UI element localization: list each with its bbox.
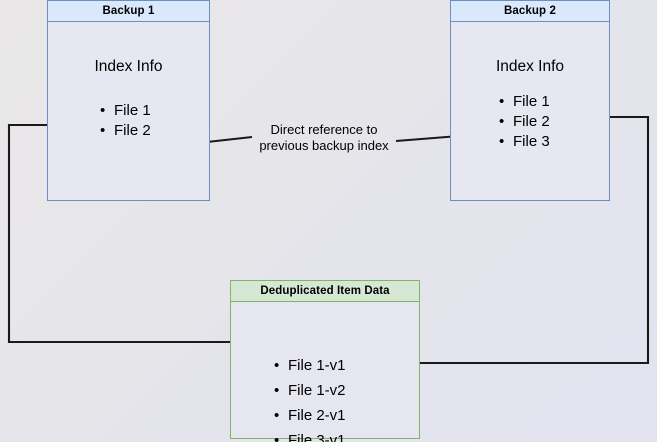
node-backup2-file-list: File 1 File 2 File 3 xyxy=(499,92,550,152)
list-item: File 1 xyxy=(100,101,151,121)
list-item: File 1-v2 xyxy=(274,378,346,403)
edge-label-line-1: Direct reference to xyxy=(270,122,378,137)
node-backup2-body: Index Info File 1 File 2 File 3 xyxy=(451,22,609,200)
list-item: File 3-v1 xyxy=(274,428,346,442)
edge-label-direct-reference: Direct reference to previous backup inde… xyxy=(248,122,400,154)
list-item: File 2 xyxy=(499,112,550,132)
node-deduplicated-item-data[interactable]: Deduplicated Item Data File 1-v1 File 1-… xyxy=(230,280,420,442)
node-backup1[interactable]: Backup 1 Index Info File 1 File 2 xyxy=(47,0,210,201)
node-backup1-header: Backup 1 xyxy=(48,1,209,22)
node-backup2-index-label: Index Info xyxy=(495,58,565,75)
list-item: File 2-v1 xyxy=(274,403,346,428)
node-dedup-header: Deduplicated Item Data xyxy=(231,281,419,302)
node-backup2-header: Backup 2 xyxy=(451,1,609,22)
node-dedup-file-list: File 1-v1 File 1-v2 File 2-v1 File 3-v1 xyxy=(274,353,346,442)
node-backup1-file-list: File 1 File 2 xyxy=(100,101,151,141)
node-dedup-body: File 1-v1 File 1-v2 File 2-v1 File 3-v1 xyxy=(231,302,419,442)
list-item: File 2 xyxy=(100,121,151,141)
node-backup1-index-label: Index Info xyxy=(94,58,163,75)
list-item: File 3 xyxy=(499,132,550,152)
list-item: File 1-v1 xyxy=(274,353,346,378)
edge-label-line-2: previous backup index xyxy=(259,138,389,153)
list-item: File 1 xyxy=(499,92,550,112)
node-backup2[interactable]: Backup 2 Index Info File 1 File 2 File 3 xyxy=(450,0,610,201)
node-backup1-body: Index Info File 1 File 2 xyxy=(48,22,209,200)
